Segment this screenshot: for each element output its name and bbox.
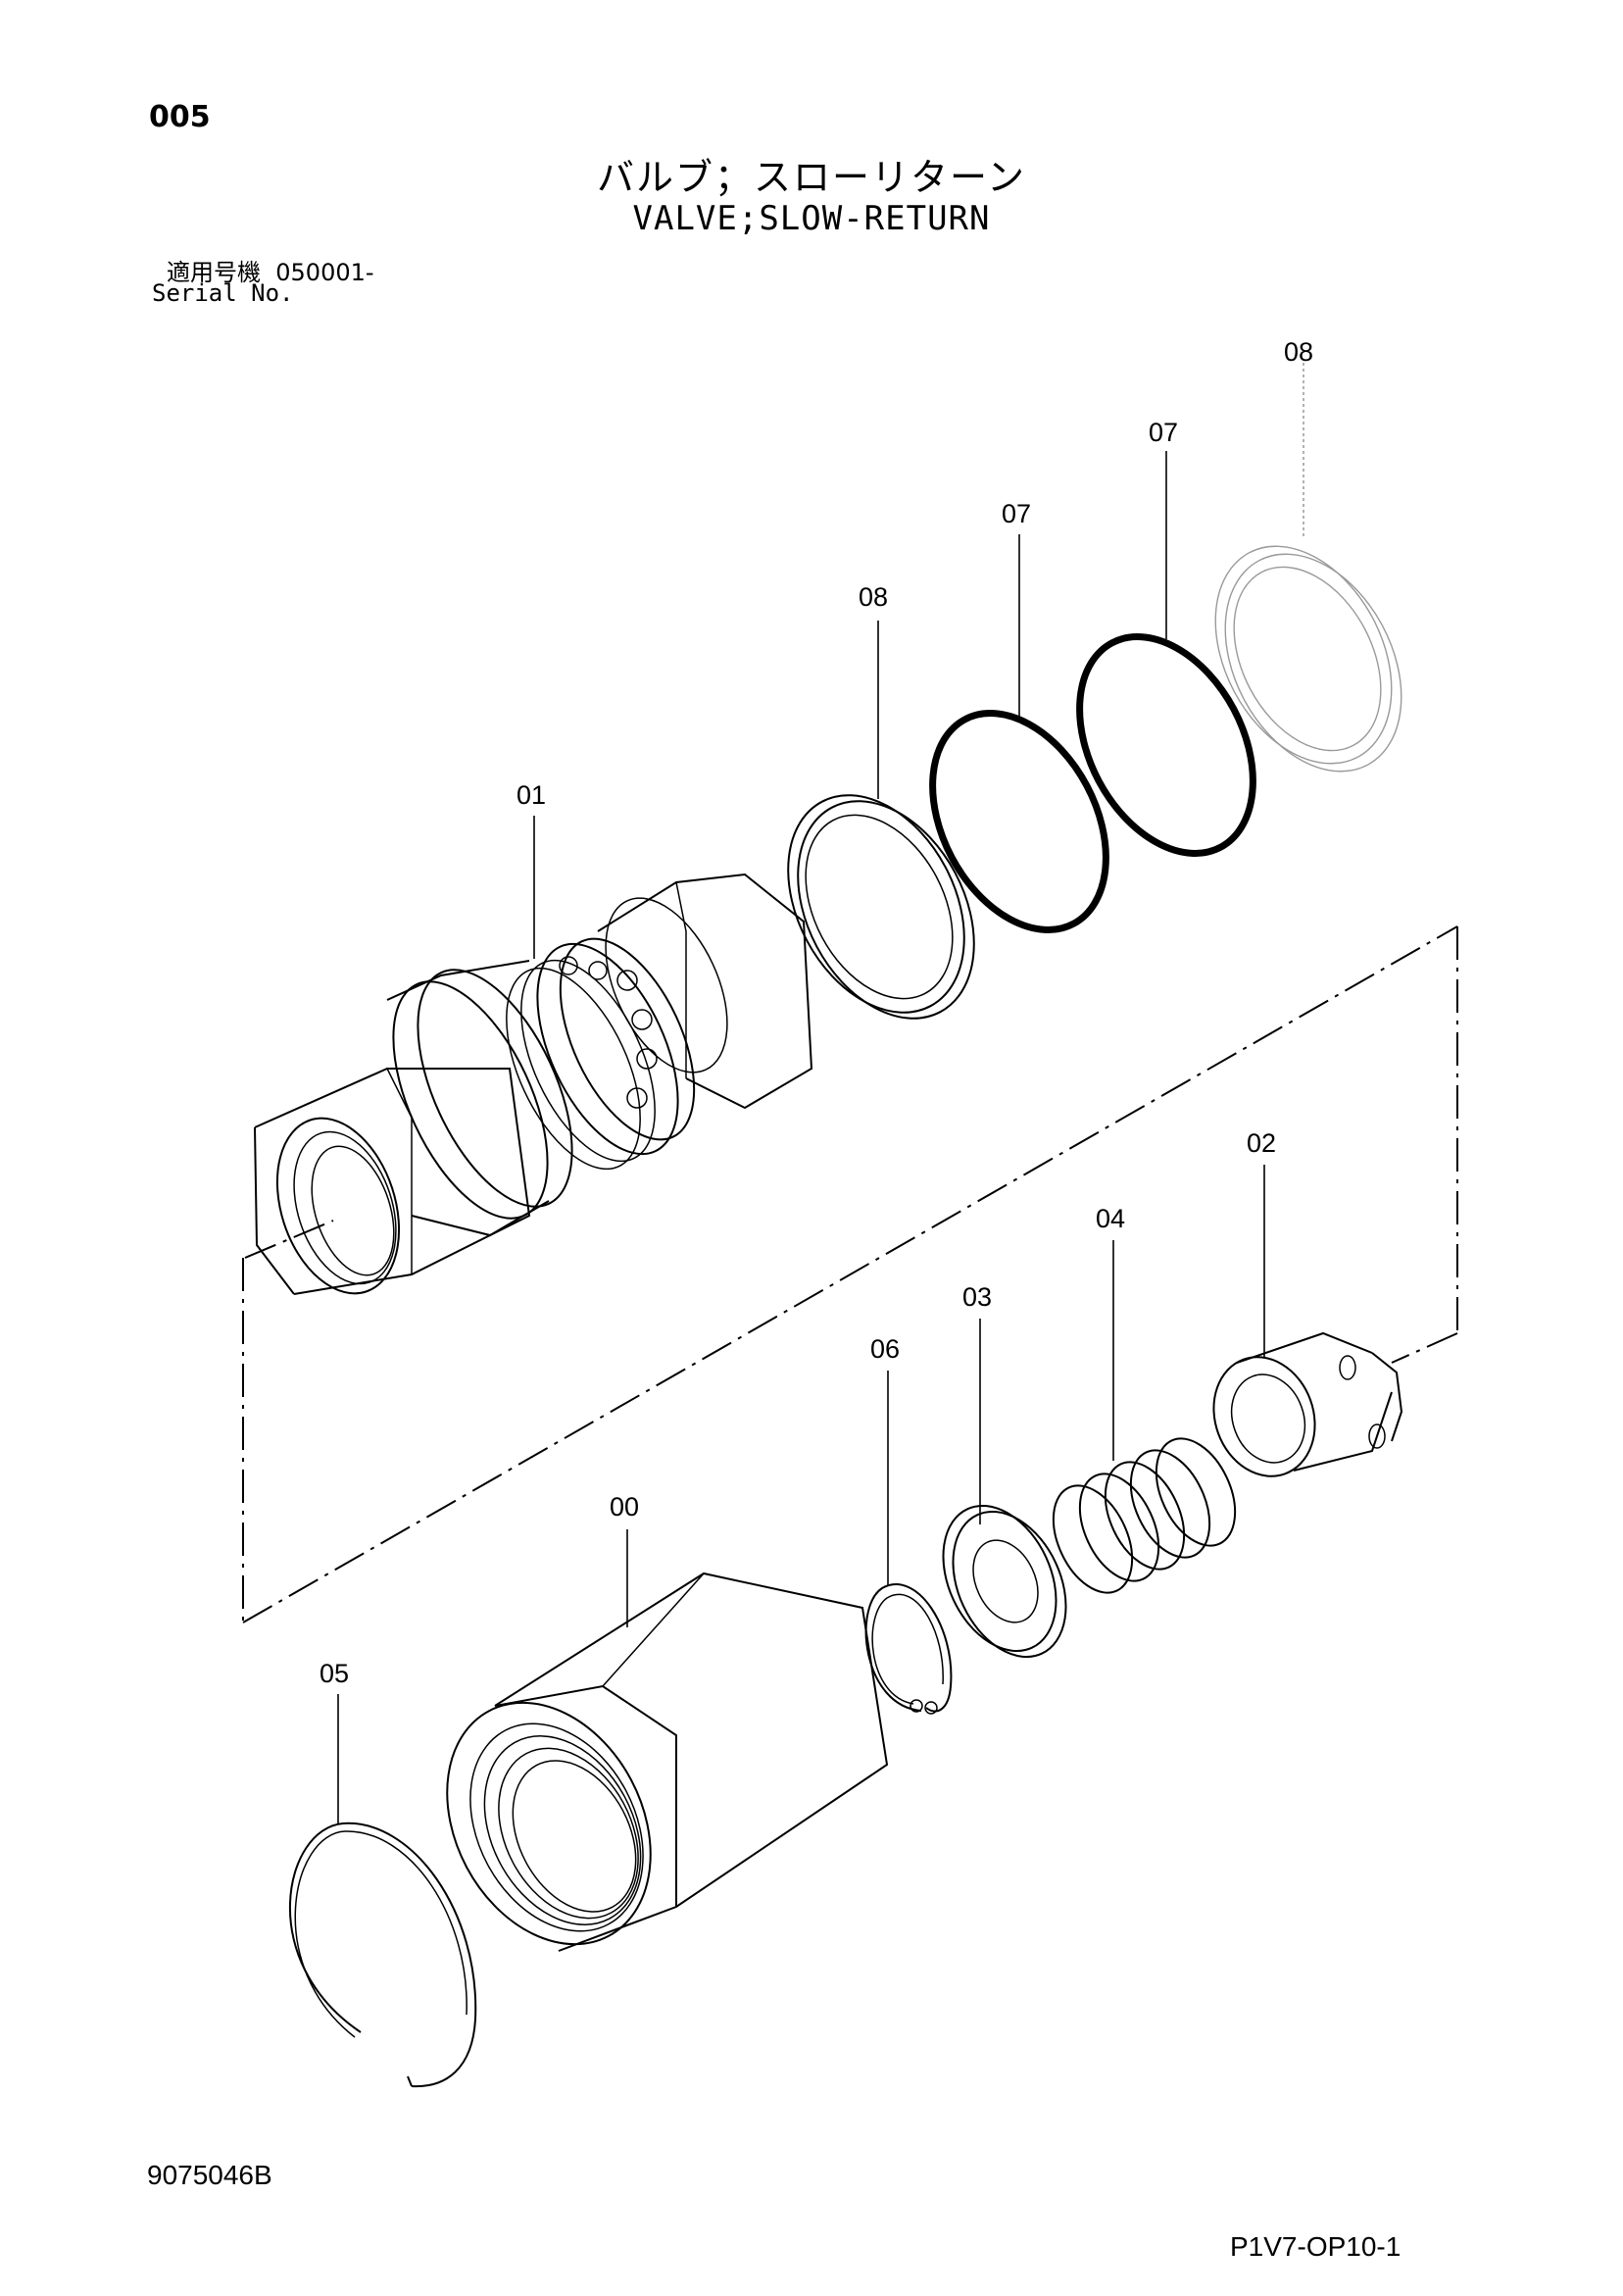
part-05-snap-ring-large xyxy=(288,1822,477,2088)
callout-06: 06 xyxy=(870,1334,900,1364)
callout-07-right: 07 xyxy=(1149,418,1178,447)
part-08-backup-ring-faint xyxy=(1214,545,1402,773)
callout-00: 00 xyxy=(610,1492,639,1522)
part-01-valve-body xyxy=(254,873,813,1295)
part-06-snap-ring xyxy=(864,1583,953,1715)
page-number: 005 xyxy=(149,100,211,134)
part-08-backup-ring xyxy=(787,794,975,1020)
drawing-number: 9075046B xyxy=(147,2160,272,2190)
serial-label-english: Serial No. xyxy=(152,279,294,307)
part-07-o-ring-middle xyxy=(929,710,1109,933)
callout-05: 05 xyxy=(320,1659,349,1688)
sheet-code: P1V7-OP10-1 xyxy=(1230,2231,1402,2262)
serial-label-japanese: 適用号機 050001- xyxy=(167,253,374,287)
part-07-o-ring-right xyxy=(1076,633,1256,857)
serial-label-jp-text: 適用号機 xyxy=(167,259,261,286)
callout-08-mid: 08 xyxy=(859,582,888,612)
callout-08-top: 08 xyxy=(1284,337,1313,367)
callout-02: 02 xyxy=(1247,1128,1276,1158)
title-english: VALVE;SLOW-RETURN xyxy=(632,199,991,238)
part-00-housing xyxy=(446,1572,889,1952)
title-japanese: バルブ；スローリターン xyxy=(596,156,1027,199)
assembly-centerlines xyxy=(242,925,1458,1623)
part-04-spring xyxy=(1052,1437,1237,1594)
callout-01: 01 xyxy=(516,780,546,810)
part-02-poppet xyxy=(1212,1331,1403,1477)
part-03-washer xyxy=(942,1504,1067,1659)
callout-04: 04 xyxy=(1096,1204,1125,1233)
callout-03: 03 xyxy=(962,1282,992,1312)
callout-07-mid: 07 xyxy=(1002,499,1031,528)
serial-value: 050001- xyxy=(275,259,374,286)
